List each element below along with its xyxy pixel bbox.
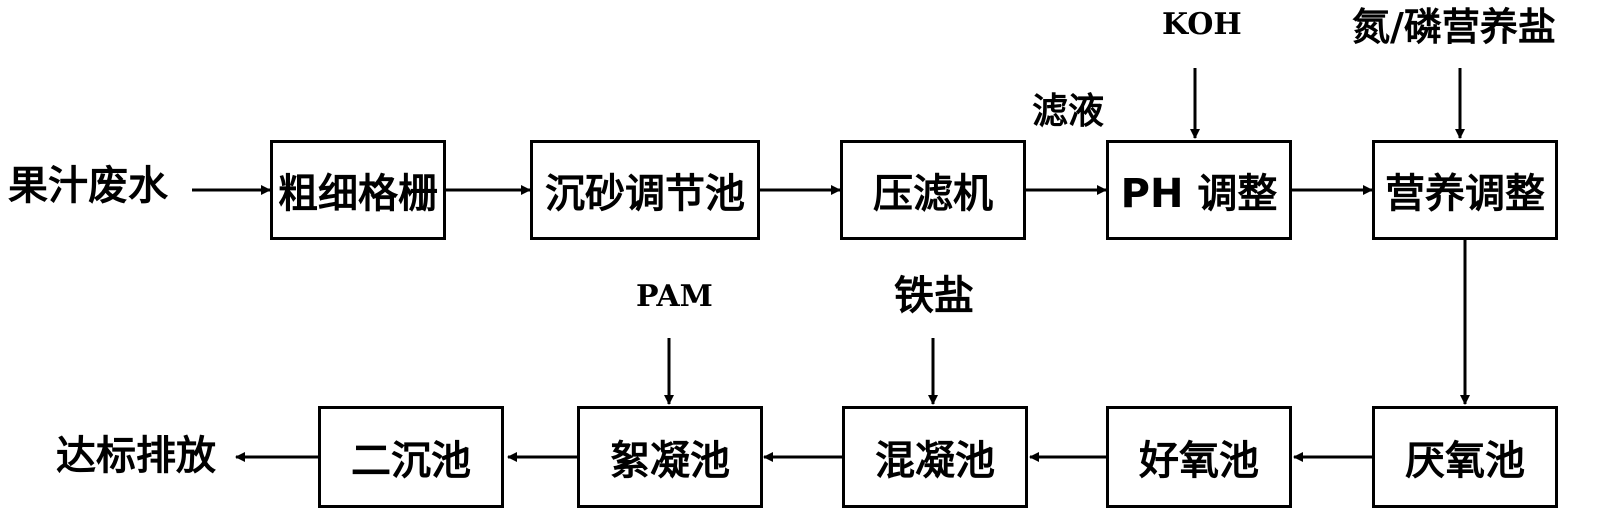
output-label: 达标排放: [56, 433, 216, 479]
grit-basin-box: 沉砂调节池: [530, 140, 760, 240]
pam-label: PAM: [636, 279, 713, 314]
nutrient-adjust-box: 营养调整: [1372, 140, 1558, 240]
anaerobic-tank-box: 厌氧池: [1372, 406, 1558, 508]
iron-salt-label: 铁盐: [894, 273, 974, 319]
aerobic-tank-box: 好氧池: [1106, 406, 1292, 508]
ph-adjust-box: PH 调整: [1106, 140, 1292, 240]
koh-label: KOH: [1162, 7, 1242, 42]
secondary-clarifier-box: 二沉池: [318, 406, 504, 508]
input-label: 果汁废水: [8, 163, 168, 209]
coagulation-tank-box: 混凝池: [842, 406, 1028, 508]
filter-press-box: 压滤机: [840, 140, 1026, 240]
grid-box: 粗细格栅: [270, 140, 446, 240]
flocculation-tank-box: 絮凝池: [577, 406, 763, 508]
nutrient-salt-label: 氮/磷营养盐: [1352, 5, 1556, 49]
filtrate-label: 滤液: [1032, 91, 1105, 132]
